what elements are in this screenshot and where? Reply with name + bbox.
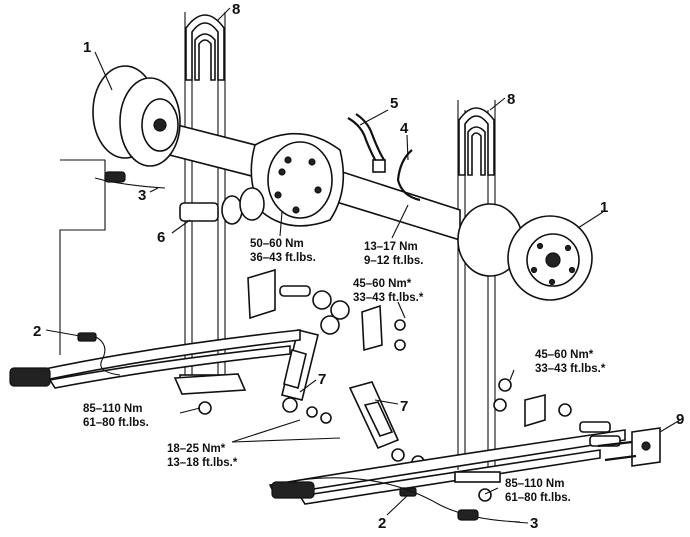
spring-shackle-right bbox=[493, 378, 621, 447]
spring-bracket-front bbox=[247, 268, 406, 352]
torque-spring-right-ft: 33–43 ft.lbs.* bbox=[535, 363, 606, 375]
callout-8-right: 8 bbox=[507, 91, 515, 108]
torque-shock-ft: 13–18 ft.lbs.* bbox=[167, 457, 238, 469]
torque-hose-nm: 13–17 Nm bbox=[364, 241, 418, 253]
callout-5: 5 bbox=[390, 95, 398, 112]
torque-spring-right-nm: 45–60 Nm* bbox=[535, 349, 594, 361]
shock-absorber-right bbox=[348, 381, 425, 469]
callout-2-right: 2 bbox=[378, 515, 386, 532]
brake-cable-upper bbox=[94, 171, 166, 189]
speed-sensor-left bbox=[77, 332, 121, 376]
brake-drum-right bbox=[457, 203, 593, 301]
torque-shock-nm: 18–25 Nm* bbox=[167, 443, 226, 455]
torque-ubolt-left-nm: 85–110 Nm bbox=[83, 403, 142, 415]
brake-line bbox=[396, 149, 421, 202]
shock-absorber-left bbox=[281, 329, 332, 424]
torque-bracket-nm: 45–60 Nm* bbox=[353, 278, 412, 290]
torque-hose-ft: 9–12 ft.lbs. bbox=[364, 255, 423, 267]
shackle-bracket bbox=[597, 427, 661, 467]
callout-9: 9 bbox=[676, 411, 684, 428]
brake-cable-lower bbox=[299, 477, 521, 523]
torque-ubolt-left-ft: 61–80 ft.lbs. bbox=[83, 417, 149, 429]
leaf-spring-left bbox=[9, 329, 301, 389]
pinion-flange bbox=[179, 187, 265, 225]
callout-3-lower: 3 bbox=[530, 515, 538, 532]
brake-hose bbox=[347, 113, 386, 173]
leader-lines bbox=[45, 7, 681, 524]
callout-7-left: 7 bbox=[318, 371, 326, 388]
callout-numbers: 1 1 2 2 3 3 4 5 6 7 7 8 8 9 bbox=[33, 1, 684, 532]
torque-specs: 50–60 Nm 36–43 ft.lbs. 13–17 Nm 9–12 ft.… bbox=[83, 238, 606, 504]
callout-7-right: 7 bbox=[400, 398, 408, 415]
torque-ubolt-right-nm: 85–110 Nm bbox=[505, 478, 564, 490]
spring-plate-right bbox=[478, 488, 492, 502]
brake-drum-left bbox=[92, 65, 181, 167]
speed-sensor-right bbox=[399, 487, 417, 497]
torque-diff-ft: 36–43 ft.lbs. bbox=[250, 252, 316, 264]
callout-3-upper: 3 bbox=[138, 187, 146, 204]
leaf-spring-right bbox=[268, 429, 626, 505]
callout-1-left: 1 bbox=[83, 39, 91, 56]
callout-8-left: 8 bbox=[232, 1, 240, 18]
torque-diff-nm: 50–60 Nm bbox=[250, 238, 304, 250]
torque-bracket-ft: 33–43 ft.lbs.* bbox=[353, 292, 424, 304]
callout-2-left: 2 bbox=[33, 323, 41, 340]
callout-1-right: 1 bbox=[600, 199, 608, 216]
spring-plate-left bbox=[173, 373, 247, 415]
u-bolt-right bbox=[458, 107, 495, 176]
callout-4: 4 bbox=[400, 120, 409, 137]
callout-6: 6 bbox=[157, 229, 165, 246]
u-bolt-left bbox=[185, 14, 225, 81]
torque-ubolt-right-ft: 61–80 ft.lbs. bbox=[505, 492, 571, 504]
